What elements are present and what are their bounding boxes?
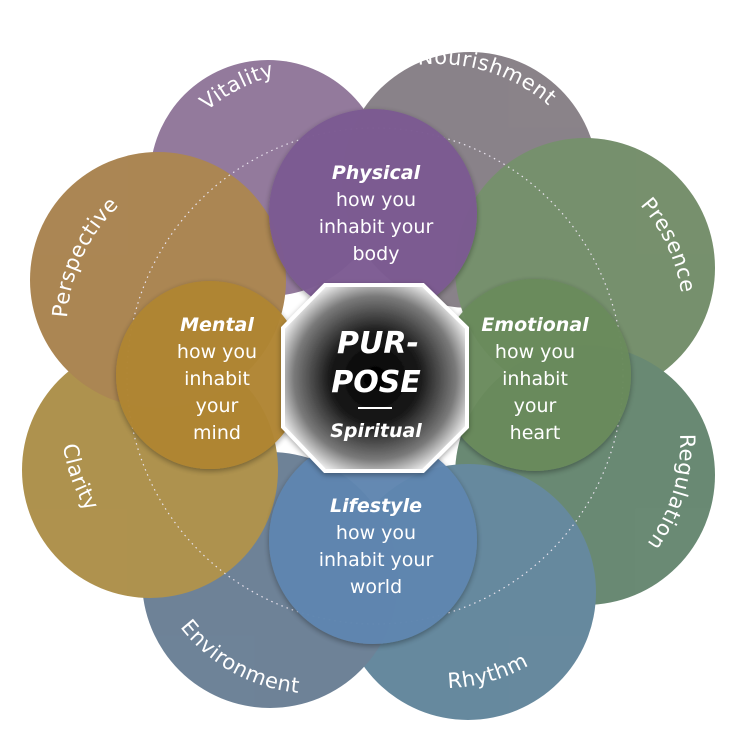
emotional-line: heart bbox=[510, 422, 561, 444]
lifestyle-title: Lifestyle bbox=[330, 495, 422, 517]
center-subtitle: Spiritual bbox=[330, 420, 422, 442]
text-mental: Mental how you inhabit your mind bbox=[177, 314, 257, 444]
mental-title: Mental bbox=[180, 314, 254, 336]
lifestyle-line: inhabit your bbox=[319, 549, 434, 571]
circle-physical bbox=[269, 109, 477, 317]
emotional-line: your bbox=[514, 395, 557, 417]
circle-lifestyle bbox=[269, 436, 477, 644]
text-emotional: Emotional how you inhabit your heart bbox=[481, 314, 589, 444]
mental-line: mind bbox=[193, 422, 241, 444]
physical-title: Physical bbox=[332, 162, 421, 184]
mental-line: your bbox=[196, 395, 239, 417]
text-physical: Physical how you inhabit your body bbox=[319, 162, 434, 265]
mental-line: inhabit bbox=[184, 368, 250, 390]
physical-line: inhabit your bbox=[319, 216, 434, 238]
center-word-line2: POSE bbox=[331, 365, 421, 400]
center-word-line1: PUR- bbox=[337, 326, 419, 361]
text-lifestyle: Lifestyle how you inhabit your world bbox=[319, 495, 434, 598]
emotional-title: Emotional bbox=[481, 314, 589, 336]
circle-mental bbox=[116, 281, 304, 469]
circle-emotional bbox=[439, 279, 631, 471]
center-octagon bbox=[281, 283, 469, 473]
emotional-line: how you bbox=[495, 341, 575, 363]
emotional-line: inhabit bbox=[502, 368, 568, 390]
lifestyle-line: how you bbox=[336, 522, 416, 544]
mental-line: how you bbox=[177, 341, 257, 363]
inner-ring bbox=[116, 109, 631, 644]
physical-line: body bbox=[353, 243, 400, 265]
physical-line: how you bbox=[336, 189, 416, 211]
lifestyle-line: world bbox=[350, 576, 402, 598]
center-purpose bbox=[281, 283, 469, 473]
